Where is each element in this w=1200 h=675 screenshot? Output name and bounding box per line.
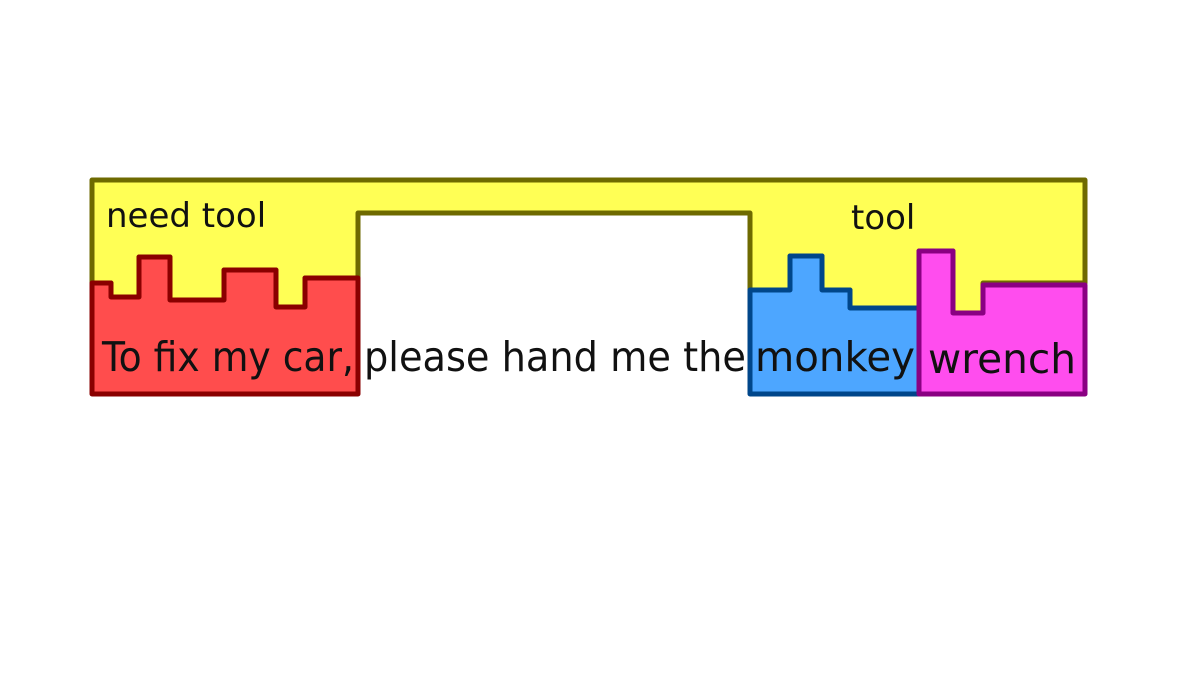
sentence-part-monkey: monkey xyxy=(755,333,915,381)
sentence-part-fix-car: To fix my car, xyxy=(101,333,354,381)
monkey-region xyxy=(747,253,922,397)
tool-label: tool xyxy=(851,198,915,238)
sentence-part-hand-me: please hand me the xyxy=(364,333,746,381)
fix-car-region xyxy=(89,254,361,397)
need-tool-label: need tool xyxy=(106,196,266,236)
wrench-region xyxy=(916,248,1088,397)
sentence-part-wrench: wrench xyxy=(928,335,1076,383)
